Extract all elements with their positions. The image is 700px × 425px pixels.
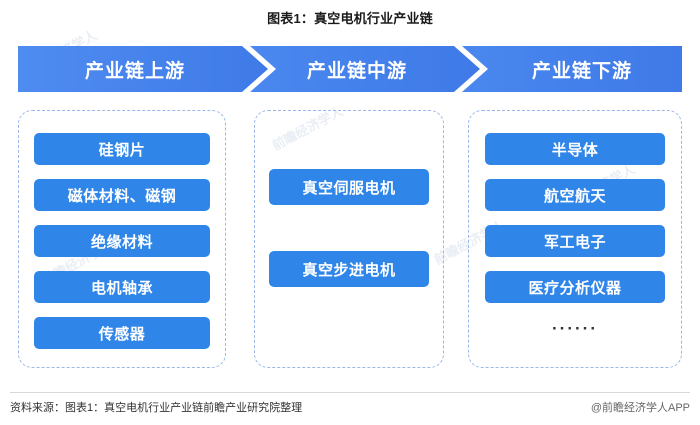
- footer-divider: [10, 392, 690, 393]
- stage-header-upstream-label: 产业链上游: [84, 60, 185, 82]
- stage-header-midstream-label: 产业链中游: [306, 60, 407, 82]
- brand-credit: @前瞻经济学人APP: [590, 402, 690, 414]
- node-midstream-2[interactable]: 真空步进电机: [269, 251, 429, 287]
- node-downstream-2[interactable]: 航空航天: [485, 179, 665, 211]
- source-note: 资料来源：图表1：真空电机行业产业链前瞻产业研究院整理: [10, 402, 303, 414]
- panel-upstream: 硅钢片 磁体材料、磁钢 绝缘材料 电机轴承 传感器: [18, 110, 226, 368]
- stage-header-upstream[interactable]: 产业链上游: [18, 46, 268, 92]
- stage-header-downstream-label: 产业链下游: [531, 60, 632, 82]
- page-title: 图表1：真空电机行业产业链: [267, 11, 433, 26]
- stage-header-downstream[interactable]: 产业链下游: [462, 46, 682, 92]
- node-downstream-3[interactable]: 军工电子: [485, 225, 665, 257]
- node-upstream-2[interactable]: 磁体材料、磁钢: [34, 179, 210, 211]
- node-upstream-4[interactable]: 电机轴承: [34, 271, 210, 303]
- node-upstream-1[interactable]: 硅钢片: [34, 133, 210, 165]
- node-downstream-ellipsis: ······: [552, 319, 598, 338]
- panel-downstream: 半导体 航空航天 军工电子 医疗分析仪器 ······: [468, 110, 682, 368]
- stage-header-midstream[interactable]: 产业链中游: [250, 46, 480, 92]
- node-downstream-1[interactable]: 半导体: [485, 133, 665, 165]
- node-upstream-3[interactable]: 绝缘材料: [34, 225, 210, 257]
- node-downstream-4[interactable]: 医疗分析仪器: [485, 271, 665, 303]
- node-midstream-1[interactable]: 真空伺服电机: [269, 169, 429, 205]
- panel-midstream: 真空伺服电机 真空步进电机: [254, 110, 444, 368]
- value-chain-header-band: 产业链上游 产业链中游 产业链下游: [18, 46, 682, 92]
- node-upstream-5[interactable]: 传感器: [34, 317, 210, 349]
